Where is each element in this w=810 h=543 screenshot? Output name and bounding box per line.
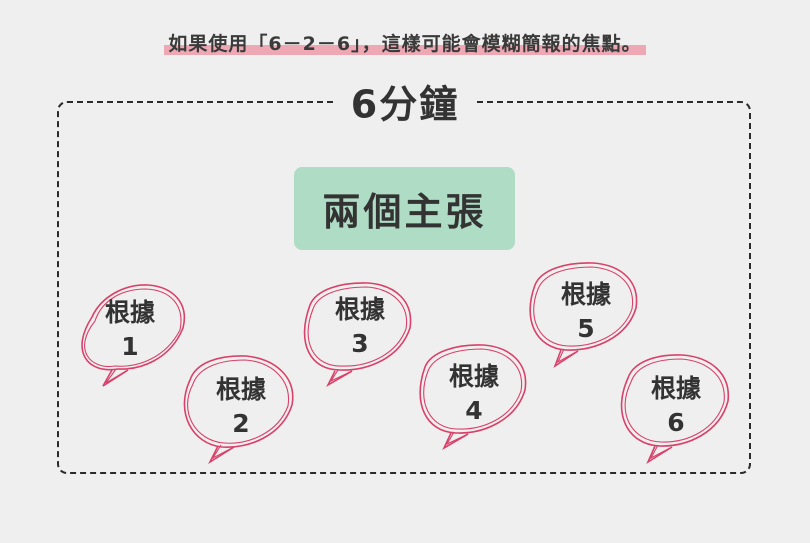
bubble-label: 根據 <box>650 374 701 403</box>
bubble-text-5: 根據 5 <box>526 278 646 346</box>
bubble-label: 根據 <box>560 280 611 309</box>
bubble-text-4: 根據 4 <box>414 360 534 428</box>
speech-bubble-5 <box>529 262 638 369</box>
bubble-label: 根據 <box>104 298 155 327</box>
bubble-label: 根據 <box>448 362 499 391</box>
speech-bubble-1 <box>81 284 186 387</box>
bubble-number: 6 <box>667 408 685 437</box>
bubble-label: 根據 <box>215 375 266 404</box>
speech-bubble-2 <box>183 355 294 465</box>
bubble-number: 2 <box>232 409 250 438</box>
speech-bubble-3 <box>303 282 412 388</box>
speech-bubble-6 <box>620 354 730 465</box>
bubble-text-2: 根據 2 <box>181 373 301 441</box>
frame-title: 6分鐘 <box>334 73 476 129</box>
bubble-number: 1 <box>121 332 139 361</box>
speech-bubble-4 <box>419 344 527 450</box>
bubble-number: 3 <box>351 329 369 358</box>
bubble-text-3: 根據 3 <box>300 293 420 361</box>
caption: 如果使用「6－2－6」，這樣可能會模糊簡報的焦點。 <box>0 29 810 56</box>
bubble-text-6: 根據 6 <box>616 372 736 440</box>
main-claims-box: 兩個主張 <box>294 167 515 250</box>
caption-text: 如果使用「6－2－6」，這樣可能會模糊簡報的焦點。 <box>164 33 646 55</box>
bubble-number: 4 <box>465 396 483 425</box>
bubble-number: 5 <box>577 314 595 343</box>
bubble-text-1: 根據 1 <box>70 296 190 364</box>
bubble-label: 根據 <box>334 295 385 324</box>
